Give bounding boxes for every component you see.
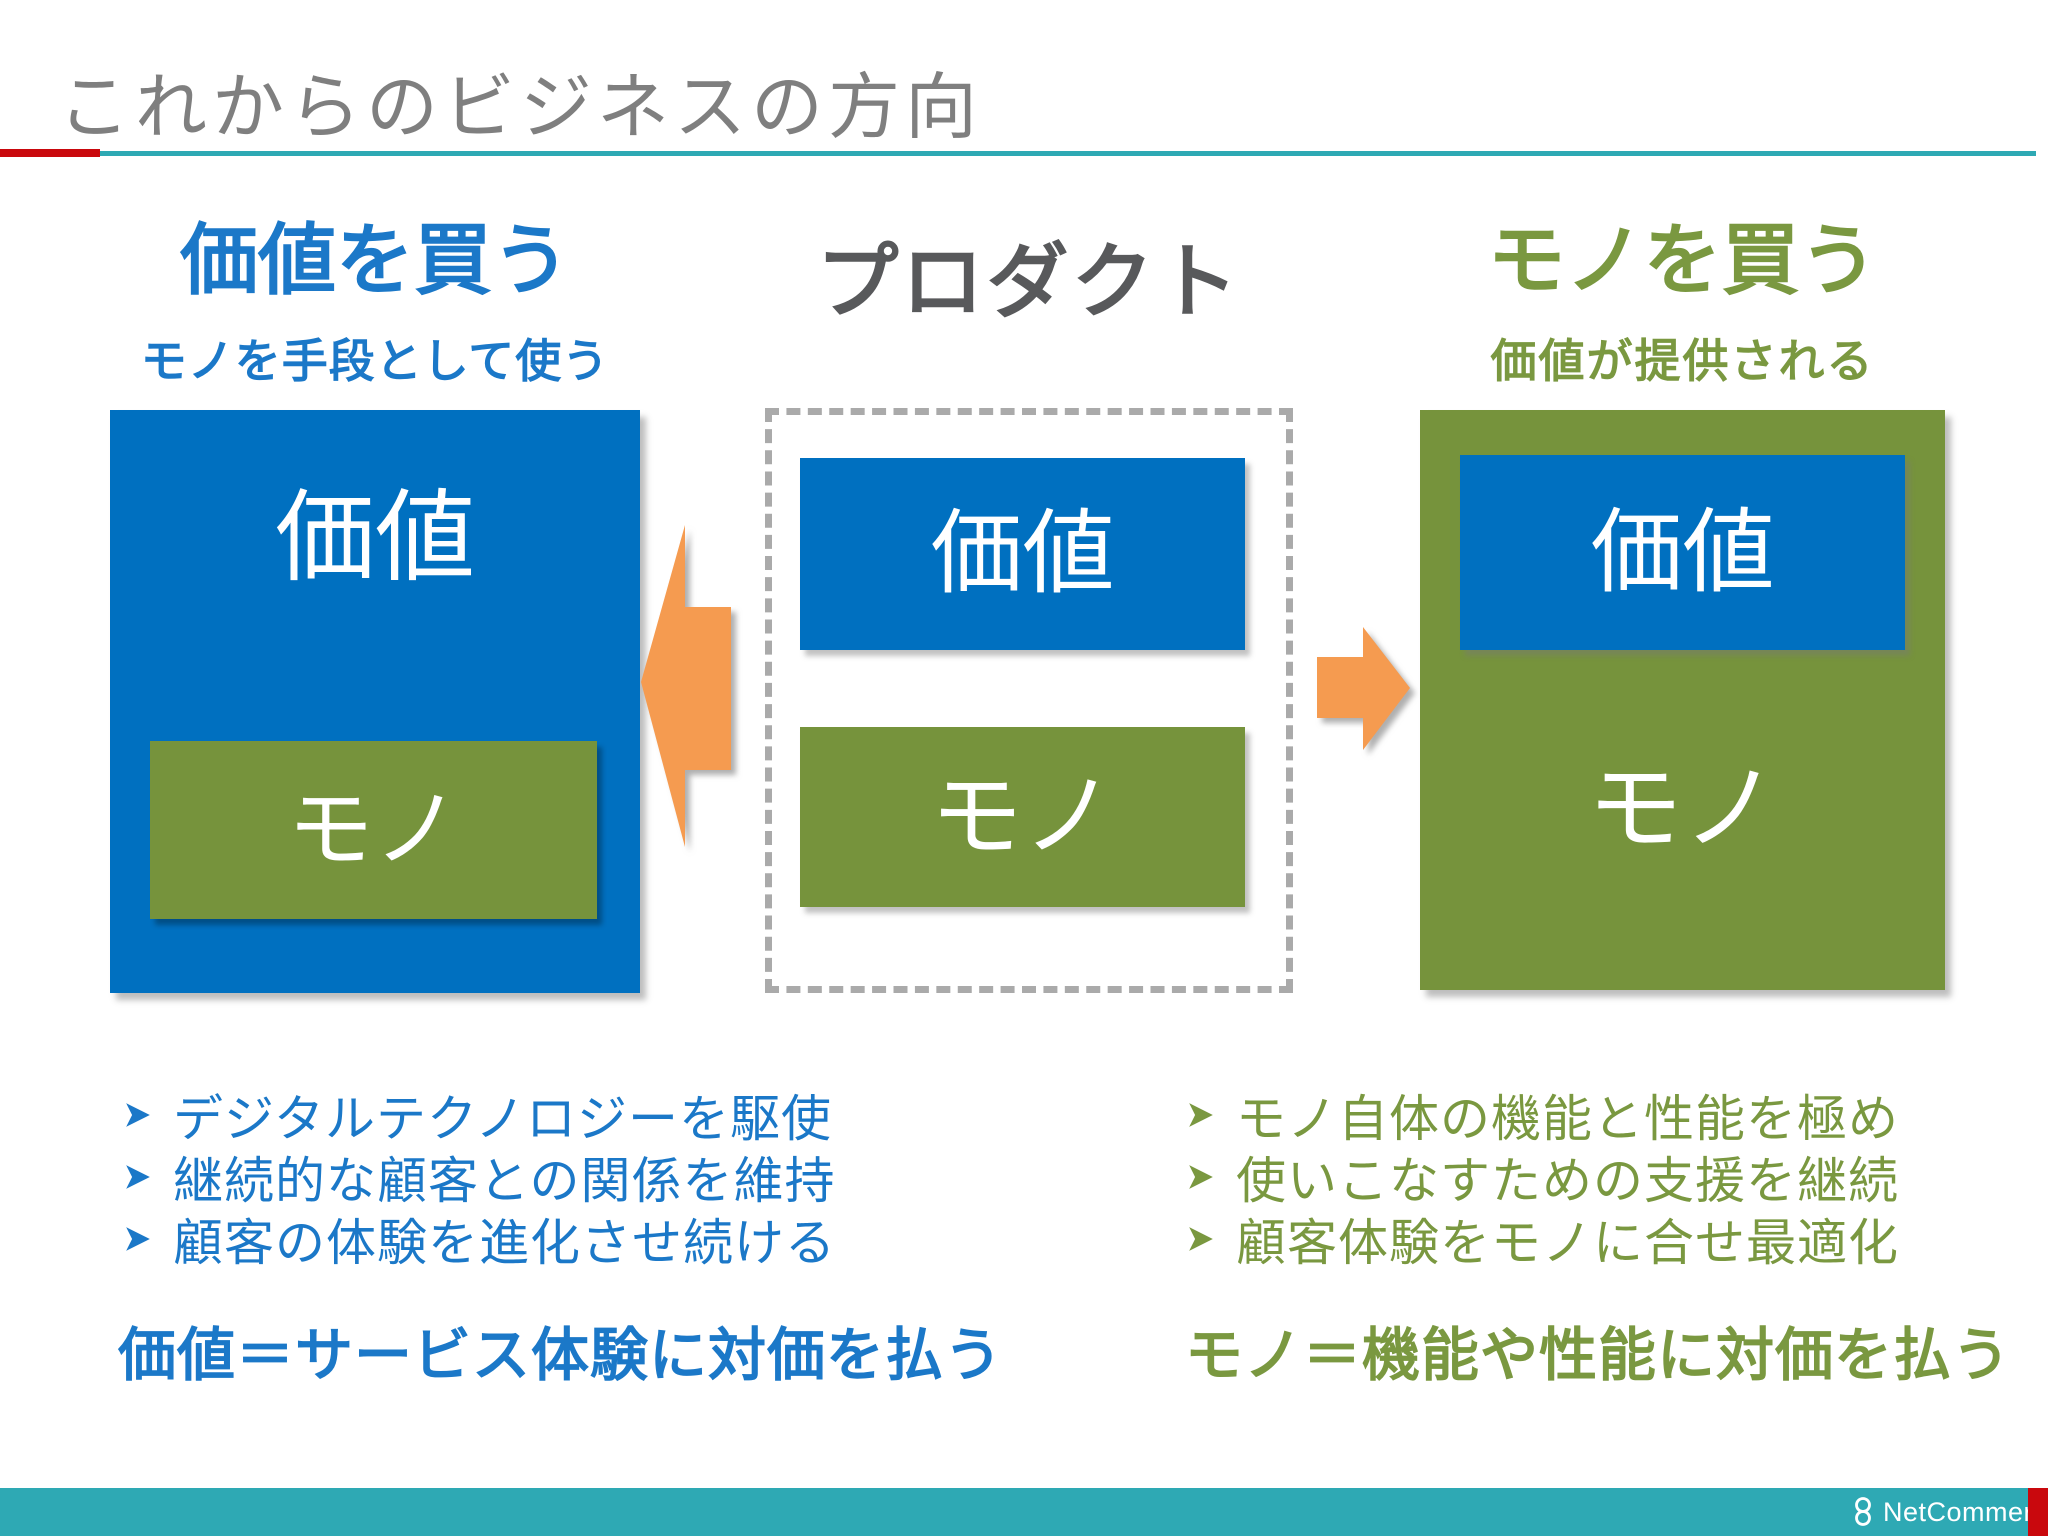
bullet-text: 顧客の体験を進化させ続ける bbox=[173, 1215, 836, 1271]
page-title: これからのビジネスの方向 bbox=[58, 68, 983, 148]
netcommerce-mark-icon bbox=[1855, 1497, 1871, 1526]
bullet-text: 顧客体験をモノに合せ最適化 bbox=[1236, 1215, 1899, 1271]
list-item: デジタルテクノロジーを駆使 bbox=[125, 1084, 836, 1147]
right-heading: モノを買う bbox=[1487, 216, 1878, 304]
right-value-bar: 価値 bbox=[1460, 455, 1905, 650]
arrowhead-bullet-icon bbox=[1189, 1165, 1213, 1189]
right-value-label: 価値 bbox=[1590, 501, 1775, 604]
center-mono-label: モノ bbox=[930, 766, 1115, 868]
brand-logo: NetCommerce bbox=[1850, 1488, 2048, 1536]
left-heading: 価値を買う bbox=[179, 216, 570, 304]
center-mono-bar: モノ bbox=[800, 727, 1245, 907]
footer-red-strip bbox=[2028, 1488, 2048, 1536]
left-mono-label: モノ bbox=[287, 782, 460, 878]
center-value-label: 価値 bbox=[930, 503, 1115, 605]
arrowhead-bullet-icon bbox=[126, 1227, 150, 1251]
arrowhead-bullet-icon bbox=[126, 1165, 150, 1189]
arrow-right-icon bbox=[1317, 627, 1410, 750]
left-bullet-list: デジタルテクノロジーを駆使 継続的な顧客との関係を維持 顧客の体験を進化させ続け… bbox=[125, 1084, 836, 1271]
bullet-text: 使いこなすための支援を継続 bbox=[1236, 1153, 1899, 1209]
left-value-label: 価値 bbox=[275, 482, 475, 594]
list-item: 継続的な顧客との関係を維持 bbox=[125, 1146, 836, 1209]
center-value-bar: 価値 bbox=[800, 458, 1245, 650]
title-rule-teal bbox=[100, 151, 2036, 156]
arrow-left-icon bbox=[641, 525, 731, 847]
list-item: モノ自体の機能と性能を極め bbox=[1188, 1084, 1899, 1147]
bullet-text: モノ自体の機能と性能を極め bbox=[1236, 1091, 1899, 1147]
list-item: 顧客の体験を進化させ続ける bbox=[125, 1208, 836, 1271]
list-item: 顧客体験をモノに合せ最適化 bbox=[1188, 1208, 1899, 1271]
arrowhead-bullet-icon bbox=[126, 1103, 150, 1127]
left-summary: 価値＝サービス体験に対価を払う bbox=[118, 1323, 1004, 1388]
left-value-box: 価値 モノ bbox=[110, 410, 640, 993]
left-mono-box: モノ bbox=[150, 741, 597, 919]
left-subheading: モノを手段として使う bbox=[140, 335, 610, 387]
right-bullet-list: モノ自体の機能と性能を極め 使いこなすための支援を継続 顧客体験をモノに合せ最適… bbox=[1188, 1084, 1899, 1271]
footer-bar bbox=[0, 1488, 2048, 1536]
arrowhead-bullet-icon bbox=[1189, 1227, 1213, 1251]
right-summary: モノ＝機能や性能に対価を払う bbox=[1185, 1323, 2012, 1388]
right-mono-label: モノ bbox=[1587, 756, 1778, 862]
bullet-text: 継続的な顧客との関係を維持 bbox=[173, 1153, 836, 1209]
arrowhead-bullet-icon bbox=[1189, 1103, 1213, 1127]
right-subheading: 価値が提供される bbox=[1490, 335, 1875, 387]
bullet-text: デジタルテクノロジーを駆使 bbox=[173, 1091, 832, 1147]
title-rule-red bbox=[0, 149, 100, 157]
brand-name: NetCommerce bbox=[1883, 1496, 2048, 1527]
list-item: 使いこなすための支援を継続 bbox=[1188, 1146, 1899, 1209]
center-heading: プロダクト bbox=[816, 237, 1242, 328]
